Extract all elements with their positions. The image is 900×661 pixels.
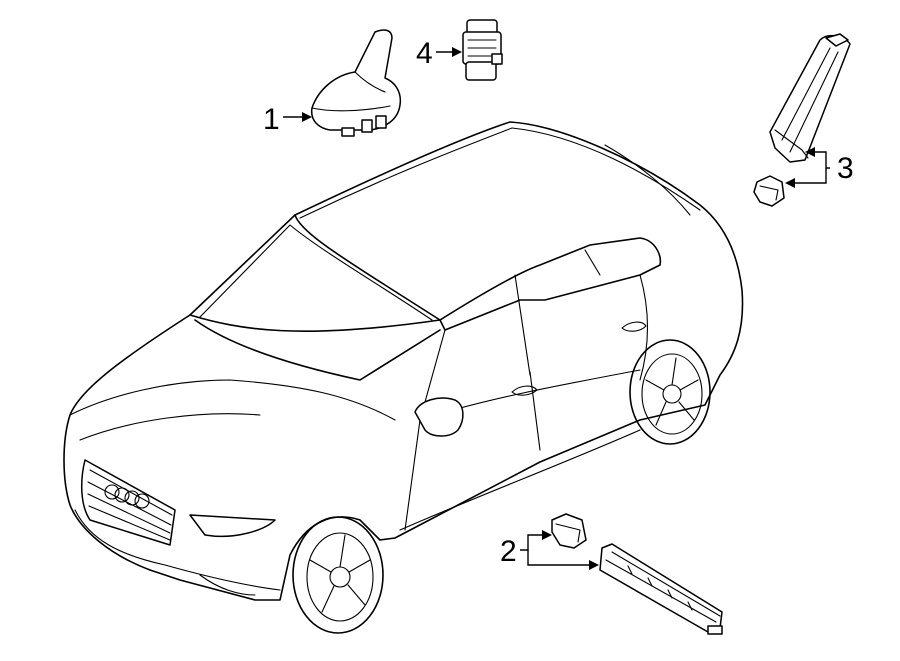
callout-2: 2 xyxy=(500,530,599,570)
front-wheel xyxy=(292,516,384,634)
roof-antenna xyxy=(310,29,402,137)
callout-3-label: 3 xyxy=(837,152,854,185)
callout-1: 1 xyxy=(263,103,312,136)
antenna-module-upper xyxy=(769,33,851,163)
callout-4-label: 4 xyxy=(416,37,433,70)
rear-wheel xyxy=(629,339,711,445)
antenna-bracket-lower xyxy=(551,513,587,549)
callout-1-label: 1 xyxy=(263,103,280,136)
callout-4: 4 xyxy=(416,37,462,70)
logo-rings xyxy=(104,484,150,509)
antenna-connector xyxy=(462,19,503,81)
antenna-module-lower xyxy=(599,543,723,635)
suv-vehicle xyxy=(63,121,744,634)
grille-bars xyxy=(87,469,173,541)
module-ribs xyxy=(627,565,693,611)
callout-3: 3 xyxy=(785,147,854,188)
callout-2-label: 2 xyxy=(500,535,517,568)
antenna-bracket-upper xyxy=(753,175,785,207)
